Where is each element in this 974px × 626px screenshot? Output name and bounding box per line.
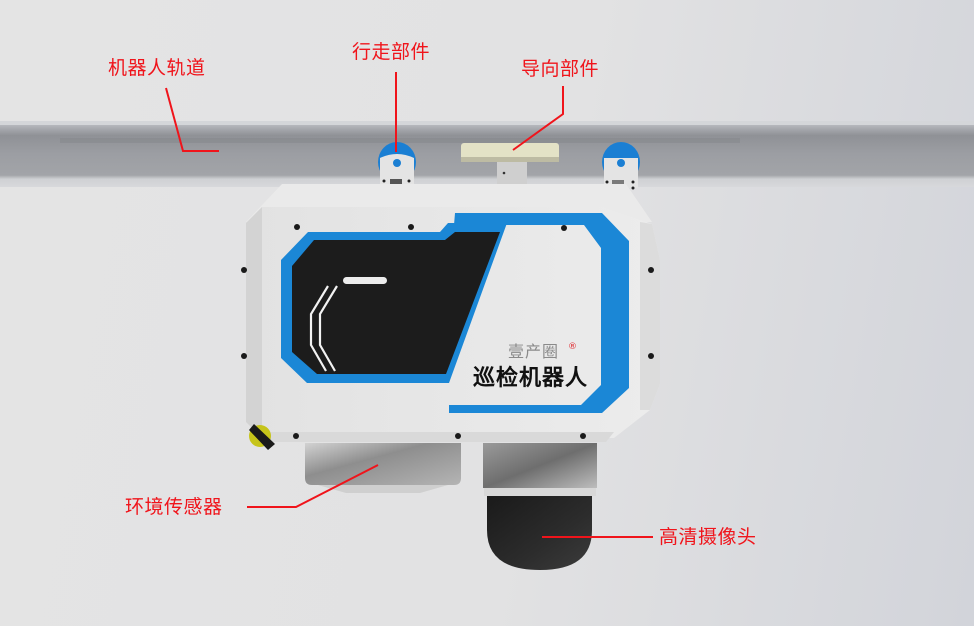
callout-line-rail — [165, 87, 219, 152]
callout-lines — [165, 72, 653, 538]
label-robot-rail: 机器人轨道 — [108, 57, 206, 79]
registered-mark: ® — [568, 342, 577, 352]
callout-line-guide — [512, 86, 564, 151]
body-screws — [241, 224, 654, 439]
drive-unit-right — [602, 142, 640, 190]
label-hd-camera: 高清摄像头 — [659, 526, 757, 548]
environment-sensor — [305, 443, 461, 493]
yellow-indicator — [249, 424, 275, 450]
guide-unit — [461, 143, 559, 187]
drive-unit-left — [378, 142, 416, 188]
hd-camera — [483, 443, 597, 570]
front-panel — [281, 213, 629, 413]
product-name: 巡检机器人 — [473, 366, 589, 391]
label-drive-unit: 行走部件 — [352, 41, 431, 63]
brand-logo-text: 壹产圈 — [508, 342, 560, 361]
label-environment-sensor: 环境传感器 — [125, 496, 223, 518]
robot-rail — [0, 121, 974, 187]
label-guide-unit: 导向部件 — [521, 58, 600, 80]
callout-line-env-sensor — [247, 464, 379, 508]
